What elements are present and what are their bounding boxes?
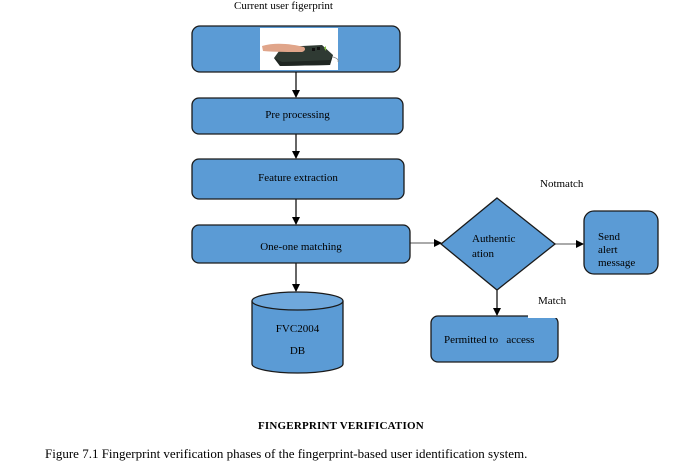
match-label: Match [538,295,567,307]
permitted-label: Permitted to access [444,334,535,346]
permitted-box [430,315,559,363]
figure-caption: Figure 7.1 Fingerprint verification phas… [45,446,528,461]
alert-box [583,210,659,275]
fingerprint-scanner-image [260,28,339,70]
notmatch-label: Notmatch [540,178,584,190]
database-label-line1: FVC2004 [275,323,320,335]
decision-diamond [439,197,557,291]
alert-label-line2: alert [598,244,618,256]
alert-label-line3: message [598,257,636,269]
input-label: Current user figerprint [234,0,333,12]
database-cylinder [251,291,344,374]
database-label-line2: DB [289,345,306,357]
matching-box [191,224,411,264]
input-box [191,25,401,73]
matching-label: One-one matching [260,241,342,253]
feature-extraction-box [191,158,405,200]
decision-label-line2: ation [472,248,494,260]
preprocessing-box [191,97,404,135]
alert-label-line1: Send [598,231,620,243]
preprocessing-label: Pre processing [265,109,330,121]
figure-heading: FINGERPRINT VERIFICATION [258,420,424,432]
decision-label-line1: Authentic [472,233,516,245]
feature-extraction-label: Feature extraction [258,172,338,184]
